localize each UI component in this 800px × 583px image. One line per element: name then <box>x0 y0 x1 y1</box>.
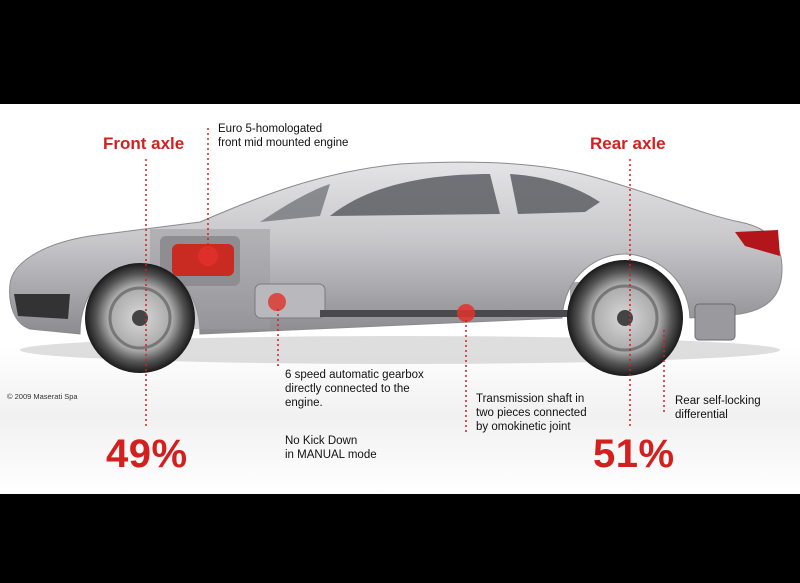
front-wheel <box>85 263 195 373</box>
front-axle-percent: 49% <box>106 432 188 476</box>
differential-note: Rear self-locking differential <box>675 395 761 421</box>
rear-window-glass <box>510 174 600 214</box>
tail-light <box>735 230 780 256</box>
car-cutaway-illustration <box>9 128 783 434</box>
gearbox-note: 6 speed automatic gearbox directly conne… <box>285 369 424 409</box>
engine-note: Euro 5-homologated front mid mounted eng… <box>218 123 349 149</box>
copyright-text: © 2009 Maserati Spa <box>7 392 78 401</box>
kickdown-note: No Kick Down in MANUAL mode <box>285 435 377 461</box>
front-axle-title: Front axle <box>103 134 185 153</box>
engine-marker <box>198 246 218 266</box>
rear-axle-percent: 51% <box>593 432 675 476</box>
rear-axle-title: Rear axle <box>590 134 666 153</box>
gearbox-marker <box>268 293 286 311</box>
shaft-note: Transmission shaft in two pieces connect… <box>476 393 587 433</box>
front-grille <box>14 294 70 319</box>
gearbox-housing <box>254 283 326 319</box>
rear-differential <box>694 303 736 341</box>
shaft-joint-marker <box>457 304 475 322</box>
windshield <box>260 184 330 222</box>
window-glass <box>330 174 500 216</box>
infographic-panel: Front axle Rear axle Euro 5-homologated … <box>0 104 800 494</box>
rear-wheel <box>567 260 683 376</box>
